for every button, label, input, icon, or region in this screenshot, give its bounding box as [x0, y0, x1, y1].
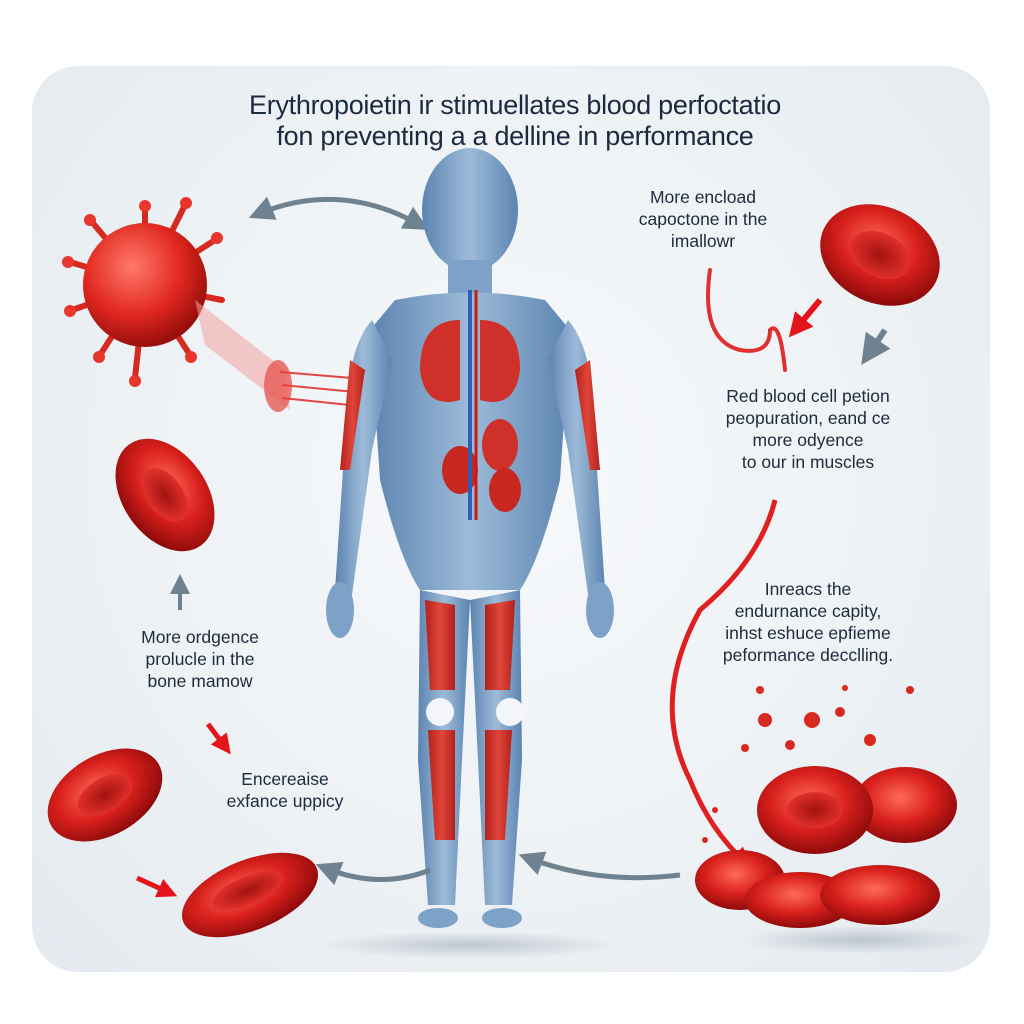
label-lower-right: Inreacs the endurnance capity, inhst esh… — [690, 578, 926, 666]
label-line: imallowr — [670, 231, 736, 251]
label-line: peformance decclling. — [722, 645, 894, 665]
label-bottom-left: Encereaise exfance uppicy — [190, 768, 380, 812]
label-line: Inreacs the — [764, 579, 852, 599]
label-line: bone mamow — [147, 671, 253, 691]
infographic-title: Erythropoietin ir stimuellates blood per… — [120, 90, 910, 152]
label-line: Encereaise — [241, 769, 329, 789]
label-line: to our in muscles — [741, 452, 875, 472]
gray-arrow-icon — [518, 851, 681, 881]
label-line: exfance uppicy — [226, 791, 344, 811]
label-line: inhst eshuce epfieme — [725, 623, 891, 643]
blood-cell-cluster-icon — [695, 685, 980, 954]
label-line: capoctone in the — [638, 209, 768, 229]
red-blood-cell-icon — [115, 438, 215, 552]
gray-arrow-icon — [861, 328, 891, 365]
label-line: More ordgence — [141, 627, 259, 647]
human-body-anatomy-icon — [320, 148, 620, 959]
red-arrow-icon — [206, 722, 231, 755]
title-line-2: fon preventing a a delline in performanc… — [276, 121, 754, 151]
squiggle-line — [706, 268, 787, 372]
title-line-1: Erythropoietin ir stimuellates blood per… — [249, 90, 781, 120]
gray-arrow-icon — [315, 861, 431, 886]
double-headed-arrow-icon — [248, 196, 429, 230]
label-line: Red blood cell petion — [726, 386, 890, 406]
red-curved-arrow-icon — [669, 499, 778, 868]
label-line: More encload — [649, 187, 757, 207]
label-line: more odyence — [752, 430, 864, 450]
label-top-right: More encload capoctone in the imallowr — [612, 186, 794, 252]
label-left: More ordgence prolucle in the bone mamow — [100, 626, 300, 692]
label-line: prolucle in the — [145, 649, 255, 669]
red-arrow-icon — [135, 875, 178, 898]
red-blood-cell-icon — [47, 748, 163, 842]
label-line: endurnance capity, — [734, 601, 882, 621]
label-mid-right: Red blood cell petion peopuration, eand … — [690, 385, 926, 473]
label-line: peopuration, eand ce — [725, 408, 891, 428]
virus-cell-icon — [62, 197, 356, 412]
red-arrow-icon — [788, 298, 823, 338]
red-blood-cell-icon — [181, 852, 319, 938]
red-blood-cell-icon — [820, 204, 940, 306]
